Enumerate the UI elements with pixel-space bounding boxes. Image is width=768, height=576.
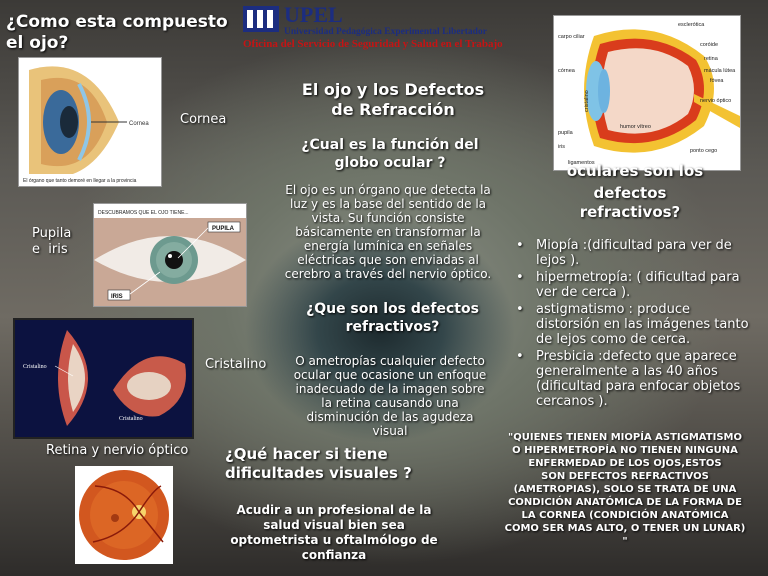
function-text: El ojo es un órgano que detecta la luz y…: [284, 183, 492, 281]
label-retina: retina: [704, 56, 719, 62]
label-nervio: nervio óptico: [700, 98, 731, 104]
upel-logo: [243, 6, 279, 32]
eye-tag-iris: IRIS: [111, 294, 123, 300]
cristalino-tag2: Cristalino: [119, 416, 143, 422]
cristalino-tag1: Cristalino: [23, 364, 47, 370]
question-function: ¿Cual es la función del globo ocular ?: [301, 137, 479, 171]
list-item: hipermetropía: ( dificultad para ver de …: [514, 270, 750, 300]
label-cornea: córnea: [558, 68, 576, 74]
label-cristalino: cristalino: [584, 90, 590, 112]
what-to-do-text: Acudir a un profesional de la salud visu…: [230, 503, 438, 562]
question-what-to-do: ¿Qué hacer si tiene dificultades visuale…: [225, 445, 412, 482]
eye-diagram: esclerótica carpo ciliar córnea coróide …: [553, 15, 741, 171]
label-fovea: fóvea: [710, 78, 724, 84]
cristalino-label: Cristalino: [205, 357, 267, 372]
quote-text: "QUIENES TIENEN MIOPÍA ASTIGMATISMO O HI…: [504, 432, 746, 547]
retina-label: Retina y nervio óptico: [46, 443, 189, 458]
question-defects: ¿Que son los defectos refractivos?: [306, 301, 479, 335]
list-item: astigmatismo : produce distorsión en las…: [514, 302, 750, 347]
left-heading: ¿Como esta compuesto el ojo?: [6, 12, 228, 53]
list-item: Presbicia :defecto que aparece generalme…: [514, 349, 750, 409]
cornea-label: Cornea: [180, 112, 227, 127]
list-item: Miopía :(dificultad para ver de lejos ).: [514, 238, 750, 268]
label-ponto-cego: ponto cego: [690, 148, 717, 154]
university-name: Universidad Pedagógica Experimental Libe…: [284, 27, 487, 37]
office-name: Oficina del Servicio de Seguridad y Salu…: [243, 38, 503, 50]
label-macula: mácula lútea: [704, 68, 736, 74]
question-types: defectos refractivos?: [579, 184, 681, 221]
label-esclerotica: esclerótica: [678, 22, 705, 28]
label-humor: humor vítreo: [620, 124, 651, 130]
pupila-label: Pupila e iris: [32, 226, 72, 257]
retina-image: [75, 466, 173, 564]
eye-header: DESCUBRAMOS QUE EL OJO TIENE...: [98, 210, 189, 216]
eye-tag-pupila: PUPILA: [212, 226, 235, 232]
logo-text: UPEL: [284, 2, 343, 27]
cornea-image: Cornea El órgano que tanto demoré en lle…: [18, 57, 162, 187]
label-ligamentos: ligamentos: [568, 160, 595, 166]
label-iris: iris: [558, 144, 565, 150]
cristalino-image: Cristalino Cristalino: [13, 318, 194, 439]
main-title: El ojo y los Defectos de Refracción: [301, 80, 485, 119]
defects-list: Miopía :(dificultad para ver de lejos ).…: [514, 238, 750, 411]
cornea-caption: El órgano que tanto demoré en llegar a l…: [23, 178, 137, 184]
label-coroide: coróide: [700, 42, 718, 48]
defects-text: O ametropías cualquier defecto ocular qu…: [293, 354, 487, 438]
label-pupila: pupila: [558, 130, 574, 136]
cornea-tag: Cornea: [129, 121, 149, 127]
label-carpo-ciliar: carpo ciliar: [558, 34, 585, 40]
eye-photo: DESCUBRAMOS QUE EL OJO TIENE... PUPILA I…: [93, 203, 247, 307]
question-partial: oculares son los: [566, 162, 704, 180]
